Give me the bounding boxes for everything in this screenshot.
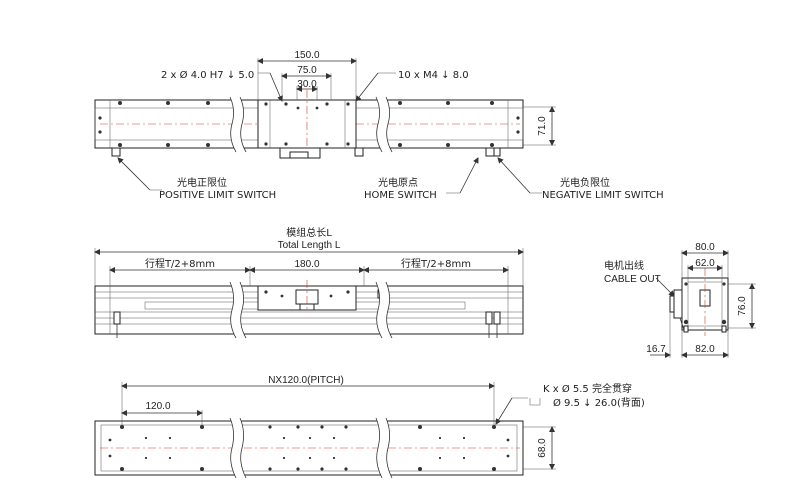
dim-75: 75.0 [297, 65, 317, 76]
dim-68: 68.0 [537, 438, 548, 458]
negative-label-cn: 光电负限位 [560, 176, 610, 189]
cable-out-en: CABLE OUT [604, 274, 661, 285]
bottom-holes [108, 425, 510, 471]
hole-note-2: Ø 9.5 ↓ 26.0(背面) [553, 396, 645, 409]
positive-label-cn: 光电正限位 [177, 176, 227, 189]
stroke-left: 行程T/2+8mm [145, 257, 215, 270]
hole-note-1: K x Ø 5.5 完全贯穿 [543, 382, 632, 395]
home-label-cn: 光电原点 [378, 176, 418, 189]
cable-out-cn: 电机出线 [604, 259, 644, 272]
end-view: 电机出线 CABLE OUT 80.0 62.0 76.0 16.7 82.0 [604, 242, 756, 358]
dim-62: 62.0 [695, 258, 715, 269]
negative-label-en: NEGATIVE LIMIT SWITCH [542, 190, 664, 201]
dim-30: 30.0 [297, 79, 317, 90]
dim-120: 120.0 [145, 401, 170, 412]
positive-label-en: POSITIVE LIMIT SWITCH [159, 190, 276, 201]
negative-switch [485, 147, 495, 157]
dim-150: 150.0 [294, 50, 319, 61]
dim-80: 80.0 [695, 242, 715, 253]
top-view: 150.0 75.0 30.0 71.0 2 x Ø 4.0 H7 ↓ 5.0 … [94, 50, 664, 201]
home-label-en: HOME SWITCH [364, 190, 437, 201]
dim-82: 82.0 [695, 344, 715, 355]
dim-76: 76.0 [737, 296, 748, 316]
dim-180: 180.0 [294, 259, 319, 270]
pitch-label: NX120.0(PITCH) [268, 375, 344, 386]
dim-16-7: 16.7 [646, 344, 666, 355]
total-length-en: Total Length L [278, 240, 341, 251]
positive-switch [111, 147, 121, 157]
stroke-right: 行程T/2+8mm [401, 257, 471, 270]
side-view: 模组总长L Total Length L 行程T/2+8mm 180.0 行程T… [94, 226, 524, 339]
bottom-view: NX120.0(PITCH) 120.0 68.0 K x Ø 5.5 完全贯穿… [94, 375, 645, 479]
screw-note: 10 x M4 ↓ 8.0 [398, 70, 469, 81]
pin-note: 2 x Ø 4.0 H7 ↓ 5.0 [161, 69, 254, 81]
total-length-cn: 模组总长L [286, 226, 332, 239]
dim-71: 71.0 [537, 116, 548, 136]
home-switch [354, 147, 364, 157]
